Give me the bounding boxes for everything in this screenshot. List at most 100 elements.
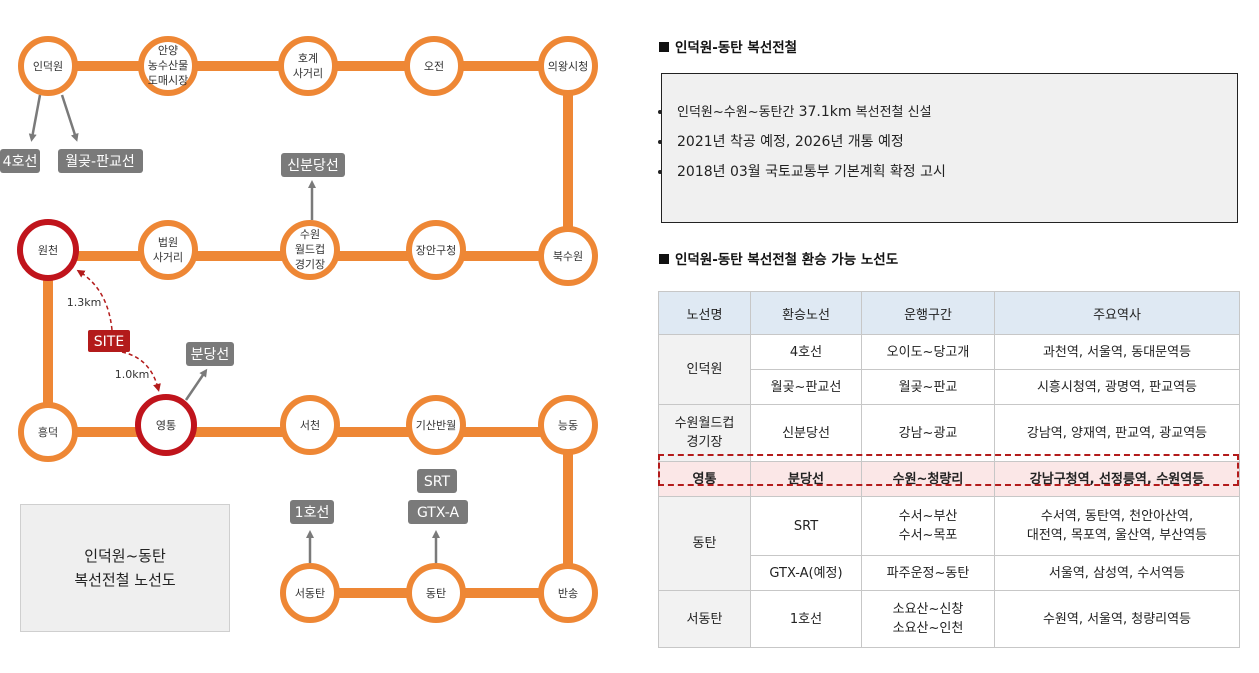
table-cell: 월곶~판교선 [750,369,862,405]
table-cell: 수서역, 동탄역, 천안아산역,대전역, 목포역, 울산역, 부산역등 [994,496,1240,556]
svg-text:북수원: 북수원 [553,250,583,263]
table-cell: 오이도~당고개 [861,334,995,370]
tag-bundang: 분당선 [186,342,234,366]
svg-text:농수산물: 농수산물 [148,59,188,72]
info-bullet: 2021년 착공 예정, 2026년 개통 예정 [658,134,946,164]
col-header: 주요역사 [994,291,1240,335]
station-hogye[interactable]: 호계 사거리 [278,36,338,96]
station-dongtan[interactable]: 동탄 [406,563,466,623]
bullet-text: 2021년 착공 예정, 2026년 개통 예정 [677,134,904,150]
svg-text:안양: 안양 [158,44,178,57]
bullet-dot [658,110,662,114]
svg-text:도매시장: 도매시장 [148,74,188,87]
bullet-text: 37.1km [798,104,852,120]
station-suwon-worldcup[interactable]: 수원 월드컵 경기장 [280,220,340,280]
bullet-dot [658,170,662,174]
station-yeongtong[interactable]: 영통 [135,394,197,456]
svg-text:호계: 호계 [298,52,318,65]
svg-text:사거리: 사거리 [293,67,323,80]
table-cell: 시흥시청역, 광명역, 판교역등 [994,369,1240,405]
tag-wolgot: 월곶-판교선 [58,149,143,173]
table-cell: 동탄 [658,496,751,591]
bullet-text: 2018년 03월 국토교통부 기본계획 확정 고시 [677,164,946,180]
table-cell: 수원~청량리 [861,461,995,497]
svg-text:월곶-판교선: 월곶-판교선 [65,154,134,170]
tag-sinbundang: 신분당선 [281,153,345,177]
dist-arc-wonchon [76,269,113,331]
table-cell: 파주운정~동탄 [861,555,995,591]
svg-text:흥덕: 흥덕 [38,425,58,439]
svg-text:1호선: 1호선 [295,505,330,521]
table-cell: GTX-A(예정) [750,555,862,591]
tag-srt: SRT [417,469,457,493]
tag-line1: 1호선 [290,500,334,524]
svg-text:경기장: 경기장 [295,258,325,271]
svg-text:서천: 서천 [300,418,320,432]
svg-text:SRT: SRT [424,474,451,490]
table-cell: 4호선 [750,334,862,370]
col-header: 환승노선 [750,291,862,335]
svg-text:능동: 능동 [558,419,578,432]
station-jangan[interactable]: 장안구청 [406,220,466,280]
svg-text:4호선: 4호선 [3,154,38,170]
table-cell: 수원역, 서울역, 청량리역등 [994,590,1240,648]
table-cell: 과천역, 서울역, 동대문역등 [994,334,1240,370]
station-wonchon[interactable]: 원천 [17,219,79,281]
arrow-bundang [184,368,208,401]
table-cell: 1호선 [750,590,862,648]
svg-text:기산반월: 기산반월 [416,419,456,432]
svg-text:분당선: 분당선 [191,347,230,363]
svg-text:GTX-A: GTX-A [417,505,460,521]
svg-text:서동탄: 서동탄 [295,587,325,600]
table-cell: 분당선 [750,461,862,497]
svg-text:사거리: 사거리 [153,251,183,264]
table-cell: 강남역, 양재역, 판교역, 광교역등 [994,404,1240,462]
station-anyang-market[interactable]: 안양 농수산물 도매시장 [138,36,198,96]
station-heungdeok[interactable]: 흥덕 [18,402,78,462]
bullet-text: 복선전철 신설 [851,105,932,120]
station-seodongtan[interactable]: 서동탄 [280,563,340,623]
station-ojeon[interactable]: 오전 [404,36,464,96]
svg-text:장안구청: 장안구청 [416,244,456,257]
station-giheung[interactable]: 기산반월 [406,395,466,455]
svg-text:동탄: 동탄 [426,587,446,600]
info-bullet: 2018년 03월 국토교통부 기본계획 확정 고시 [658,164,946,194]
station-indeogwon[interactable]: 인덕원 [18,36,78,96]
tag-line4: 4호선 [0,149,40,173]
info-bullet: 인덕원~수원~동탄간 37.1km 복선전철 신설 [658,104,946,134]
table-header-row: 노선명 환승노선 운행구간 주요역사 [658,291,1240,335]
table-cell: 인덕원 [658,334,751,405]
table-cell: 서동탄 [658,590,751,648]
station-beobwon[interactable]: 법원 사거리 [138,220,198,280]
route-map: 인덕원 안양 농수산물 도매시장 호계 사거리 오전 의왕시청 원천 법원 사거… [0,36,598,623]
tag-gtxa: GTX-A [408,500,468,524]
station-bansong[interactable]: 반송 [538,563,598,623]
table-cell: 신분당선 [750,404,862,462]
info-title: 인덕원-동탄 복선전철 [659,36,797,56]
svg-text:영통: 영통 [156,419,176,432]
tag-site: SITE [88,330,130,352]
svg-text:원천: 원천 [38,243,58,257]
arrow-wolgot [60,94,79,142]
table-cell: SRT [750,496,862,556]
station-buksuwon[interactable]: 북수원 [538,226,598,286]
bullet-dot [658,140,662,144]
map-legend: 인덕원~동탄 복선전철 노선도 [20,504,230,632]
station-neungdong[interactable]: 능동 [538,395,598,455]
table-cell: 강남~광교 [861,404,995,462]
transfer-title: 인덕원-동탄 복선전철 환승 가능 노선도 [659,248,898,268]
station-uiwang[interactable]: 의왕시청 [538,36,598,96]
svg-text:반송: 반송 [558,587,578,600]
station-seocheon[interactable]: 서천 [280,395,340,455]
table-cell: 영통 [658,461,751,497]
